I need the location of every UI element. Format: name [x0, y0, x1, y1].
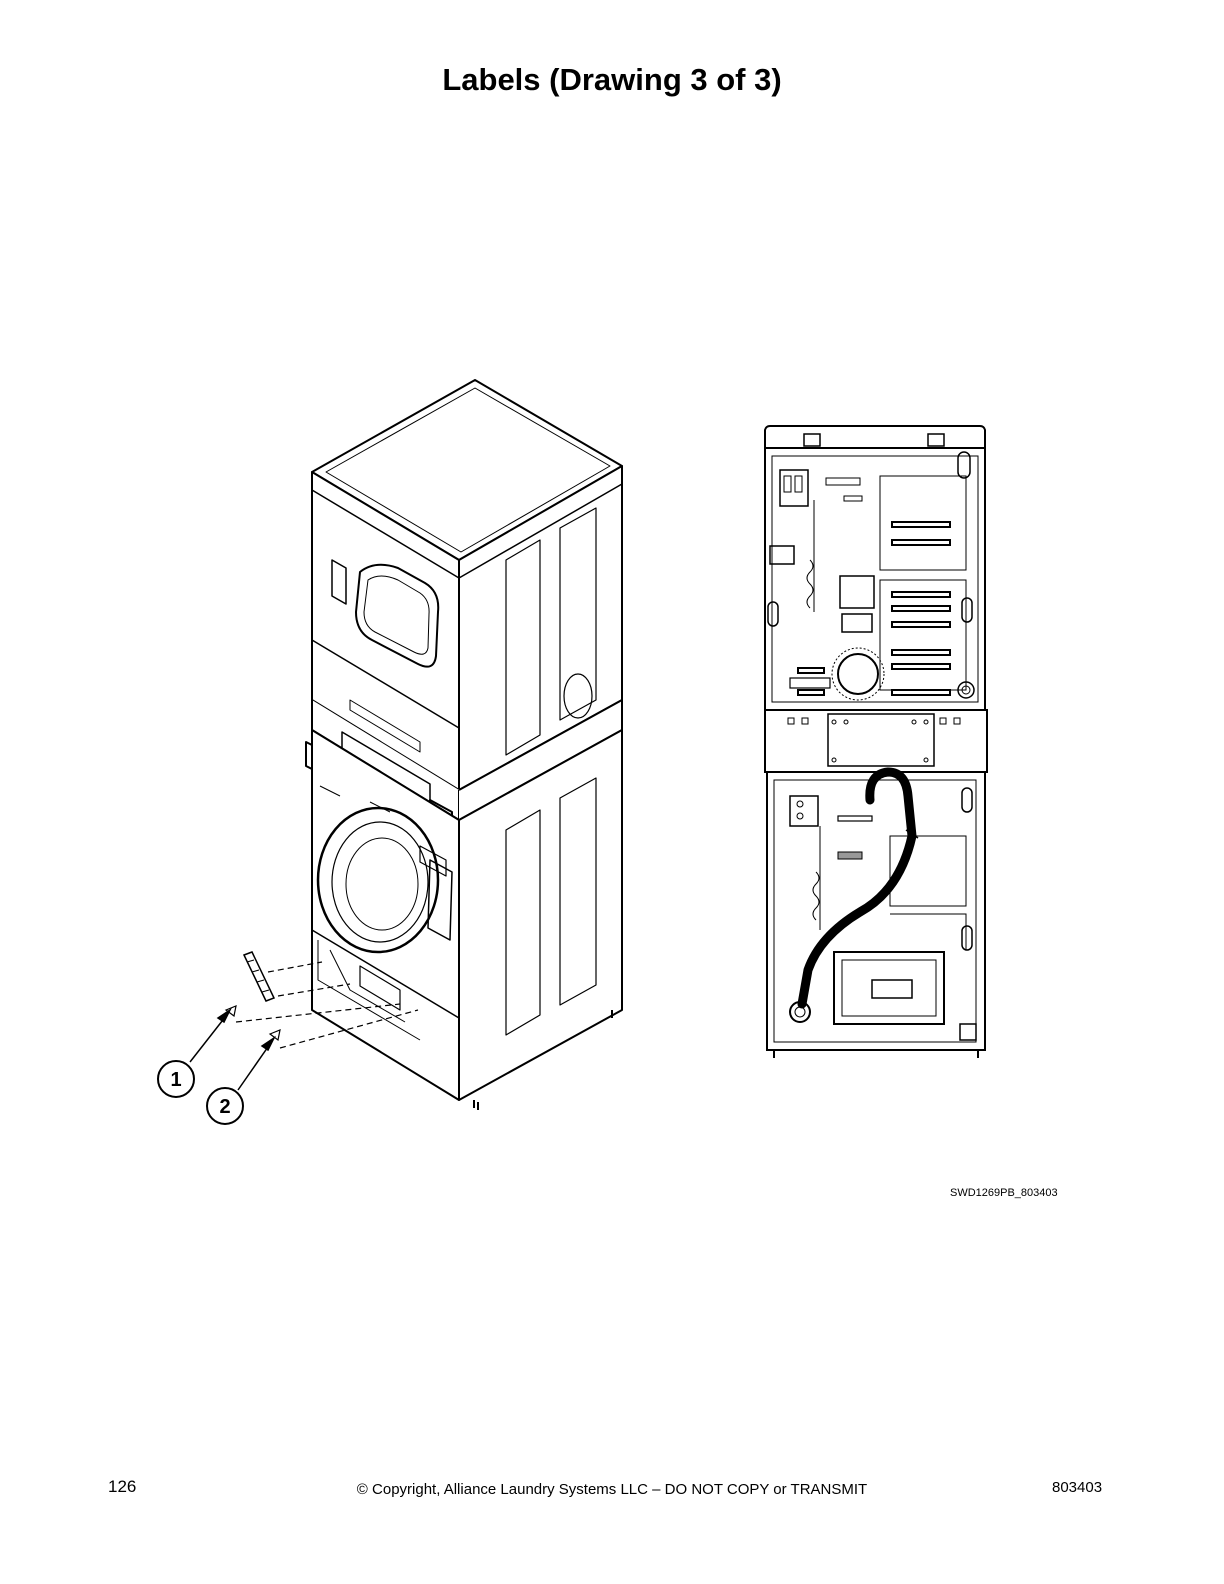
label-strip [242, 951, 276, 1002]
callout-leaders [189, 1007, 276, 1091]
page-number: 126 [108, 1477, 137, 1496]
copyright-notice: © Copyright, Alliance Laundry Systems LL… [356, 1481, 868, 1498]
washer-door [316, 806, 440, 954]
label-parts [224, 951, 419, 1049]
document-number: 803403 [1052, 1479, 1103, 1496]
stacked-unit-front-view [305, 379, 623, 1110]
page-title: Labels (Drawing 3 of 3) [442, 62, 782, 97]
drawing-id: SWD1269PB_803403 [950, 1187, 1058, 1199]
callout-2-label: 2 [219, 1096, 230, 1118]
dryer-door [355, 563, 440, 668]
stacked-unit-rear-view [764, 425, 988, 1058]
callout-1: 1 [157, 1060, 195, 1098]
callout-1-label: 1 [170, 1069, 181, 1091]
drain-hose [797, 767, 917, 1009]
callout-2: 2 [206, 1087, 244, 1125]
